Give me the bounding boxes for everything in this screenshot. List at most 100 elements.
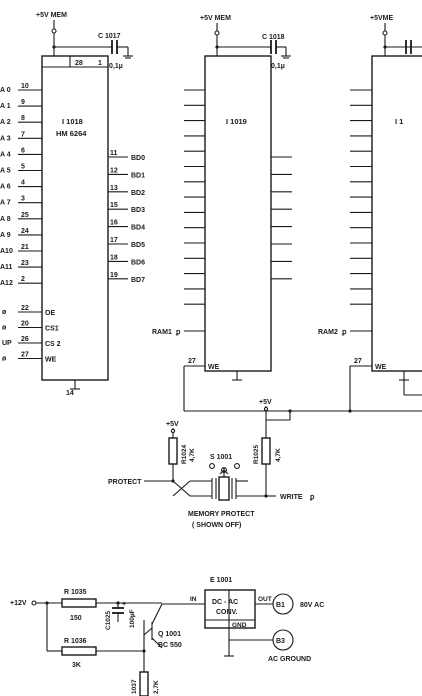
ic3-body [371,55,422,372]
r1037-value: 2,7K [153,680,160,694]
ic1-pin-number: 6 [21,147,25,154]
ic1-pin-number: 4 [21,180,25,187]
ic1-address-net: A 3 [0,135,11,142]
ic1-data-net: BD3 [131,207,145,214]
ic1-pin-number: 19 [110,272,118,279]
pin-out: OUT [258,596,272,603]
ic1-ctrl-signal: OE [45,310,55,317]
ic1-ctrl-net: UP [2,340,12,347]
r1036-value: 3K [72,662,81,669]
b3-ref: B3 [276,638,285,645]
ic1-data-net: BD2 [131,190,145,197]
ic1-pin-number: 13 [110,185,118,192]
write-label: WRITE [280,494,303,501]
ic1-pin-number: 12 [110,167,118,174]
r1025-supply: +5V [259,399,272,406]
ic1-pin-number: 3 [21,196,25,203]
switch-body [218,476,230,501]
ic1-pin-number: 27 [21,352,29,359]
r1035-value: 150 [70,615,82,622]
ic1-address-net: A 4 [0,151,11,158]
ic2-left-pins [184,89,205,305]
ic1-ctrl-signal: CS 2 [45,341,61,348]
r1024-supply: +5V [166,421,179,428]
ic1-pin-number: 2 [21,276,25,283]
write-enable-bus [183,366,422,413]
ic2-right-pins [271,156,292,280]
ic1-pin-number: 18 [110,254,118,261]
r1035 [61,598,97,608]
ic1-ctrl-net: ø [2,325,7,332]
dc-ac-converter [204,589,256,629]
c1018-ref: C 1018 [262,34,285,41]
ic2-supply-label: +5V MEM [200,15,231,22]
protect-caption-1: MEMORY PROTECT [188,511,255,518]
c1025-pol: + [122,601,126,608]
pin-in: IN [190,596,197,603]
ic2-we-sig: WE [208,364,220,371]
ic1-pin-number: 8 [21,115,25,122]
r1036-ref: R 1036 [64,638,87,645]
conv-ref: E 1001 [210,577,232,584]
switch-ref: S 1001 [210,454,232,461]
ic1-pin-number: 25 [21,212,29,219]
ic1-address-net: A 5 [0,168,11,175]
ic1-pin-number: 10 [21,83,29,90]
ic-third: +5VME I 1 RAM2 ꝑ 27 WE [318,15,422,381]
ic1-data-net: BD1 [131,172,145,179]
ic1-pin-number: 26 [21,336,29,343]
r1037 [139,671,149,696]
inverter-circuit: +12V R 1035 150 + C1025 100µF R 1036 3K … [10,577,324,696]
write-mark: ꝑ [309,494,315,501]
ic1-pin-1: 1 [98,60,102,67]
ic3-ram-label: RAM2 [318,329,338,336]
r1036 [61,646,97,656]
ic1-pin-number: 17 [110,237,118,244]
ic1-ctrl-signal: CS1 [45,326,59,333]
ic1-pin-number: 11 [110,150,118,157]
conv-line-2: CONV. [216,609,238,616]
conv-line-1: DC - AC [212,599,238,606]
ic3-supply-label: +5VME [370,15,393,22]
b1-ref: B1 [276,602,285,609]
ic2-ram-mark: ꝑ [175,329,181,336]
ic1-pin-number: 24 [21,228,29,235]
ic1-pin-number: 16 [110,220,118,227]
protect-label: PROTECT [108,479,142,486]
c1017-ref: C 1017 [98,33,121,40]
ic1-pin-14: 14 [66,390,74,397]
ic1-pin-number: 23 [21,260,29,267]
ic1-supply-label: +5V MEM [36,12,67,19]
ic1-ctrl-net: ø [2,356,7,363]
ic1-ctrl-signal: WE [45,357,57,364]
ic1-address-net: A10 [0,248,13,255]
ic3-ram-mark: ꝑ [341,329,347,336]
ic2-we-pin: 27 [188,358,196,365]
c1025-ref: C1025 [105,610,112,630]
ic1-pin-number: 22 [21,305,29,312]
ic2-name: I 1019 [226,117,247,126]
ic1-pin-number: 15 [110,202,118,209]
b3-label: AC GROUND [268,656,311,663]
ic3-we-sig: WE [375,364,387,371]
protect-caption-2: ( SHOWN OFF) [192,522,241,529]
ic3-we-pin: 27 [354,358,362,365]
ic1-pin-number: 20 [21,321,29,328]
ic2-body [204,55,272,372]
pin-gnd: GND [232,622,247,629]
r1025 [261,437,271,465]
ic1-data-net: BD6 [131,259,145,266]
ic1-ctrl-net: ø [2,309,7,316]
r1024-ref: R1024 [181,444,188,464]
ic1-data-net: BD5 [131,242,145,249]
ic1-address-net: A 6 [0,184,11,191]
ic1-part: HM 6264 [56,129,87,138]
ic3-name: I 1 [395,117,403,126]
c1017-value: 0,1µ [109,63,123,70]
q-ref: Q 1001 [158,631,181,638]
ic1-address-net: A 1 [0,103,11,110]
r1025-ref: R1025 [253,444,260,464]
